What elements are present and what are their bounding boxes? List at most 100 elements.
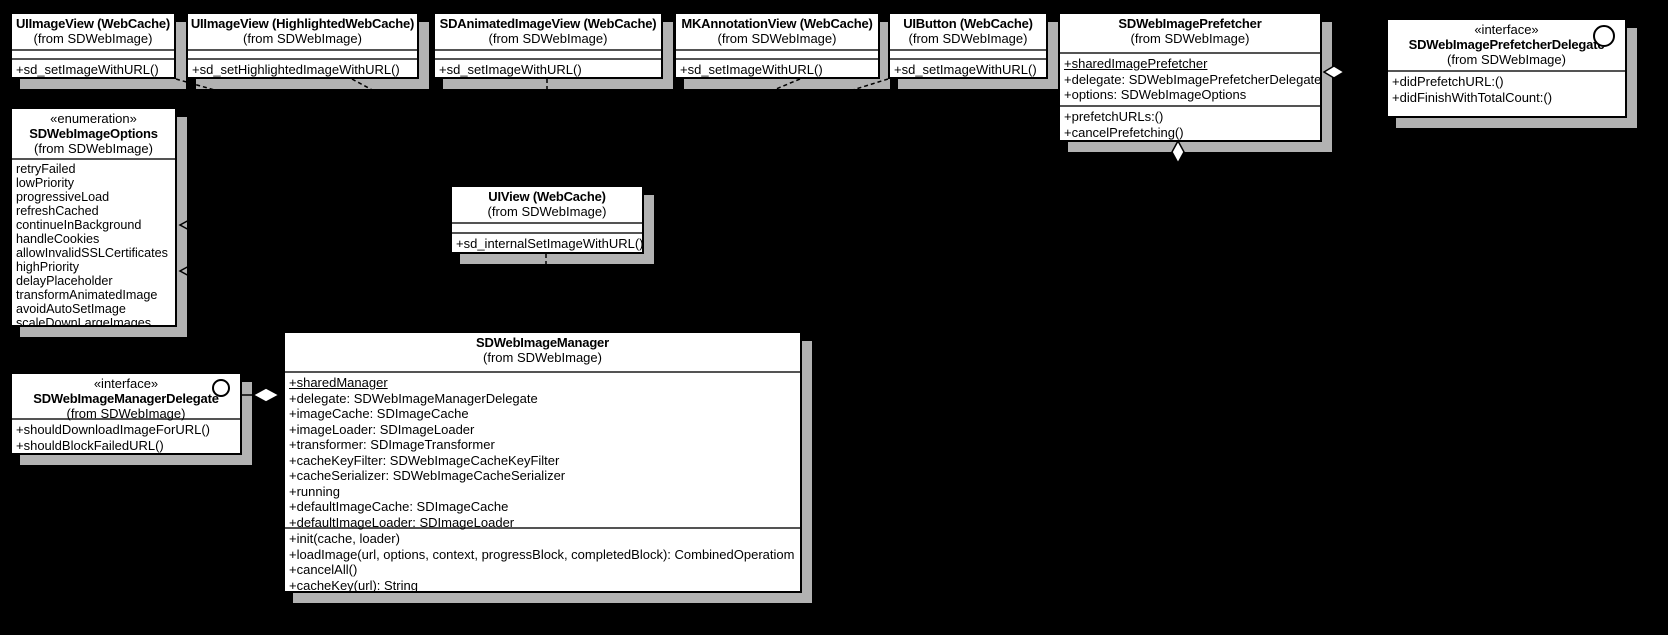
aggregation-sdwebimageprefetcher-to-sdwebimagemanager: [1171, 139, 1185, 240]
attribute-row: +transformer: SDImageTransformer: [289, 437, 495, 452]
methods-compartment: +shouldDownloadImageForURL()+shouldBlock…: [12, 418, 240, 453]
method-row: +sd_setImageWithURL(): [16, 62, 159, 77]
method-row: +sd_setHighlightedImageWithURL(): [192, 62, 400, 77]
class-title: UIView (WebCache): [488, 189, 606, 204]
class-sdwebimageoptions: «enumeration»SDWebImageOptions(from SDWe…: [10, 107, 177, 327]
methods-compartment: +sd_setImageWithURL(): [12, 58, 174, 77]
aggregation-diamond-icon: [251, 387, 281, 403]
class-from-label: (from SDWebImage): [243, 31, 362, 46]
attributes-compartment-empty: [676, 49, 878, 58]
attribute-row: +running: [289, 483, 340, 499]
class-from-label: (from SDWebImage): [1130, 31, 1250, 46]
attribute-row: +defaultImageCache: SDImageCache: [289, 499, 509, 514]
class-title: SDWebImagePrefetcher: [1118, 16, 1262, 31]
attributes-compartment-empty: [452, 222, 642, 232]
methods-compartment: +sd_setImageWithURL(): [890, 58, 1046, 77]
method-row: +sd_internalSetImageWithURL(): [456, 236, 644, 251]
attribute-row: +imageCache: SDImageCache: [289, 406, 469, 421]
enum-literal-row: scaleDownLargeImages: [16, 316, 152, 327]
open-arrowhead-icon: [539, 320, 553, 332]
class-title: SDWebImageManager: [476, 335, 609, 350]
methods-compartment: +sd_setHighlightedImageWithURL(): [188, 58, 417, 77]
enum-literal-row: progressiveLoad: [16, 190, 110, 204]
class-sdanimatedimageview-webcache: SDAnimatedImageView (WebCache)(from SDWe…: [433, 12, 663, 79]
enum-literal-row: handleCookies: [16, 232, 100, 246]
class-from-label: (from SDWebImage): [483, 350, 602, 365]
stereotype-label: «interface»: [1474, 22, 1539, 37]
class-sdwebimagemanagerdelegate: «interface»SDWebImageManagerDelegate(fro…: [10, 372, 242, 455]
open-arrowhead-icon: [178, 264, 192, 278]
class-title: SDAnimatedImageView (WebCache): [439, 16, 657, 31]
dependency-uiimageview-highlightedwebcache-to-uiview-webcache: [351, 78, 545, 184]
methods-compartment: +sd_setImageWithURL(): [676, 58, 878, 77]
class-from-label: (from SDWebImage): [66, 406, 186, 421]
class-title: MKAnnotationView (WebCache): [681, 16, 873, 31]
aggregation-sdwebimagemanager-to-sdwebimagemanagerdelegate: [242, 387, 283, 403]
class-from-label: (from SDWebImage): [34, 141, 153, 156]
stereotype-label: «interface»: [93, 376, 159, 391]
methods-compartment: +sd_setImageWithURL(): [435, 58, 661, 77]
class-title: UIButton (WebCache): [903, 16, 1033, 31]
class-sdwebimagemanager: SDWebImageManager(from SDWebImage)+share…: [283, 331, 802, 593]
method-row: +cancelPrefetching(): [1064, 124, 1184, 140]
class-header: SDAnimatedImageView (WebCache)(from SDWe…: [435, 14, 661, 49]
attributes-compartment-empty: [435, 49, 661, 58]
method-row: +didPrefetchURL:(): [1392, 74, 1504, 89]
class-uibutton-webcache: UIButton (WebCache)(from SDWebImage) +sd_…: [888, 12, 1048, 79]
method-row: +sd_setImageWithURL(): [680, 62, 823, 77]
attribute-row: +delegate: SDWebImagePrefetcherDelegate: [1064, 71, 1322, 87]
method-row: +cancelAll(): [289, 562, 358, 577]
class-title: UIImageView (HighlightedWebCache): [190, 16, 415, 31]
enum-literal-row: refreshCached: [16, 204, 99, 218]
class-header: UIButton (WebCache)(from SDWebImage): [890, 14, 1046, 49]
enum-literal-row: avoidAutoSetImage: [16, 302, 126, 316]
class-header: «interface»SDWebImageManagerDelegate(fro…: [12, 374, 240, 421]
methods-compartment: +prefetchURLs:()+cancelPrefetching(): [1060, 105, 1320, 140]
class-header: MKAnnotationView (WebCache)(from SDWebIm…: [676, 14, 878, 49]
method-row: +loadImage(url, options, context, progre…: [289, 546, 795, 562]
class-header: «enumeration»SDWebImageOptions(from SDWe…: [12, 109, 175, 158]
attribute-row: +defaultImageLoader: SDImageLoader: [289, 514, 515, 530]
interface-circle-icon: [1593, 25, 1615, 47]
method-row: +didFinishWithTotalCount:(): [1392, 89, 1553, 105]
dependency-mkannotationview-webcache-to-uiview-webcache: [550, 78, 801, 184]
enum-literal-row: highPriority: [16, 260, 79, 274]
dependency-line: [550, 78, 801, 184]
enum-literal-row: allowInvalidSSLCertificates: [16, 246, 168, 260]
aggregation-diamond-icon: [1322, 65, 1346, 79]
attribute-row: +cacheSerializer: SDWebImageCacheSeriali…: [289, 468, 566, 483]
class-uiimageview-webcache: UIImageView (WebCache)(from SDWebImage)+…: [10, 12, 176, 79]
dependency-uiview-webcache-to-sdwebimagemanager: [539, 254, 553, 332]
method-row: +sd_setImageWithURL(): [439, 62, 582, 77]
class-header: UIImageView (HighlightedWebCache)(from S…: [188, 14, 417, 49]
dependency-sdwebimageprefetcher-to-sdwebimageoptions: [178, 264, 546, 278]
interface-circle-icon: [212, 379, 230, 397]
dependency-line: [175, 78, 542, 184]
class-title: SDWebImagePrefetcherDelegate: [1408, 37, 1605, 52]
class-header: UIView (WebCache)(from SDWebImage): [452, 187, 642, 222]
dependency-sdanimatedimageview-webcache-to-uiview-webcache: [540, 79, 554, 186]
method-row: +init(cache, loader): [289, 531, 400, 546]
class-from-label: (from SDWebImage): [33, 31, 153, 46]
attribute-row: +delegate: SDWebImageManagerDelegate: [289, 390, 538, 406]
class-uiimageview-highlightedwebcache: UIImageView (HighlightedWebCache)(from S…: [186, 12, 419, 79]
class-from-label: (from SDWebImage): [908, 31, 1028, 46]
enum-literal-row: continueInBackground: [16, 218, 142, 232]
aggregation-sdwebimageprefetcher-to-sdwebimageprefetcherdelegate: [1322, 65, 1386, 79]
class-from-label: (from SDWebImage): [487, 204, 607, 219]
methods-compartment: +didPrefetchURL:()+didFinishWithTotalCou…: [1388, 70, 1625, 107]
methods-compartment: +init(cache, loader)+loadImage(url, opti…: [285, 527, 800, 593]
class-mkannotationview-webcache: MKAnnotationView (WebCache)(from SDWebIm…: [674, 12, 880, 79]
class-from-label: (from SDWebImage): [1447, 52, 1566, 67]
attributes-compartment: +sharedImagePrefetcher+delegate: SDWebIm…: [1060, 52, 1320, 105]
attribute-row: +imageLoader: SDImageLoader: [289, 421, 475, 437]
dependency-line: [351, 78, 545, 184]
class-uiview-webcache: UIView (WebCache)(from SDWebImage) +sd_in…: [450, 185, 644, 254]
attributes-compartment-empty: [890, 49, 1046, 58]
dependency-line: [553, 78, 889, 184]
attribute-row: +sharedImagePrefetcher: [1064, 56, 1208, 71]
method-row: +cacheKey(url): String: [289, 577, 418, 593]
method-row: +shouldBlockFailedURL(): [16, 437, 164, 453]
enum-literal-row: retryFailed: [16, 162, 76, 176]
